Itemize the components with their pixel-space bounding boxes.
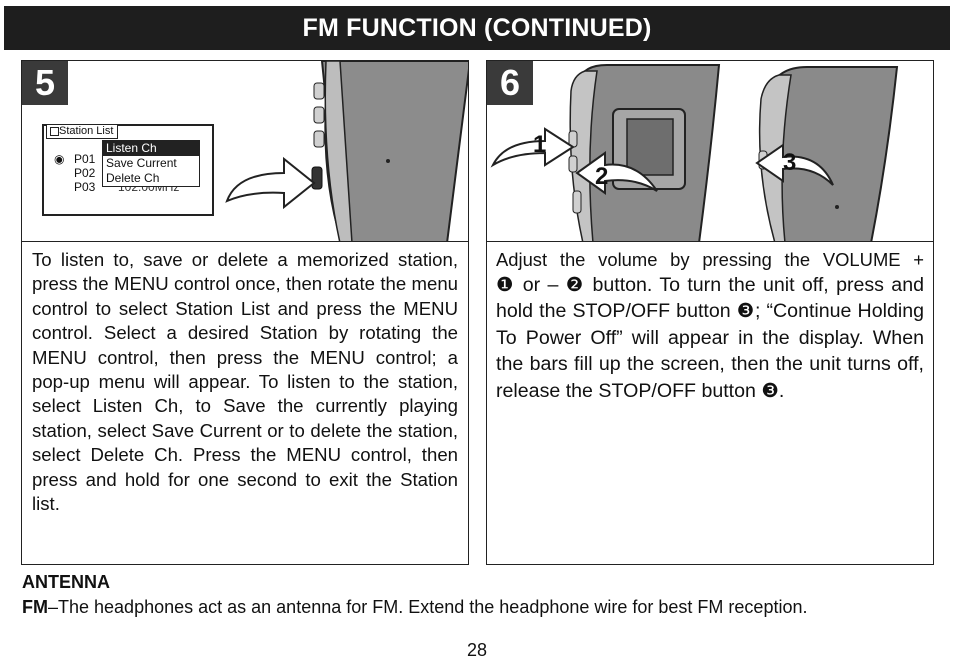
station-list-screen: Station List ◉ P01 P02 P03 102.00MHz Lis… [42, 124, 214, 216]
step5-text: To listen to, save or delete a memorized… [32, 249, 458, 515]
selected-radio-icon: ◉ [54, 152, 65, 166]
popup-item-delete: Delete Ch [106, 171, 160, 185]
station-list-tab: Station List [46, 124, 119, 139]
popup-menu: Listen Ch Save Current Delete Ch [102, 140, 200, 187]
callout-3: 3 [783, 149, 797, 176]
preset-row-2: P02 [74, 166, 96, 180]
side-button [313, 82, 325, 100]
antenna-description: –The headphones act as an antenna for FM… [48, 597, 808, 617]
step6-text-line1: Adjust the volume by pressing the VOLUME… [496, 249, 924, 270]
callout-2: 2 [595, 163, 609, 190]
antenna-fm-label: FM [22, 597, 48, 617]
menu-control [311, 166, 323, 190]
step5-illustration: 5 Station List ◉ P01 P02 P03 102.00MHz L… [21, 60, 469, 242]
device-buttons-illustration [490, 64, 899, 241]
antenna-text: FM–The headphones act as an antenna for … [22, 597, 807, 618]
popup-item-listen: Listen Ch [103, 141, 199, 156]
device-side-illustration [225, 61, 468, 241]
step6-illustration: 6 1 2 3 [486, 60, 934, 242]
antenna-heading: ANTENNA [22, 572, 110, 592]
popup-item-save: Save Current [106, 156, 177, 170]
step6-number: 6 [487, 61, 533, 105]
checkbox-icon [50, 127, 59, 136]
page-number: 28 [466, 640, 488, 660]
page-title: FM FUNCTION (CONTINUED) [302, 13, 652, 42]
preset-row-1: P01 [74, 152, 96, 166]
step6-text: ❶ or – ❷ button. To turn the unit off, p… [496, 274, 924, 402]
preset-row-3: P03 [74, 180, 96, 194]
callout-1: 1 [533, 131, 547, 158]
arrow-icon [225, 156, 316, 210]
page-title-banner: FM FUNCTION (CONTINUED) [4, 6, 950, 50]
step5-number: 5 [22, 61, 68, 105]
